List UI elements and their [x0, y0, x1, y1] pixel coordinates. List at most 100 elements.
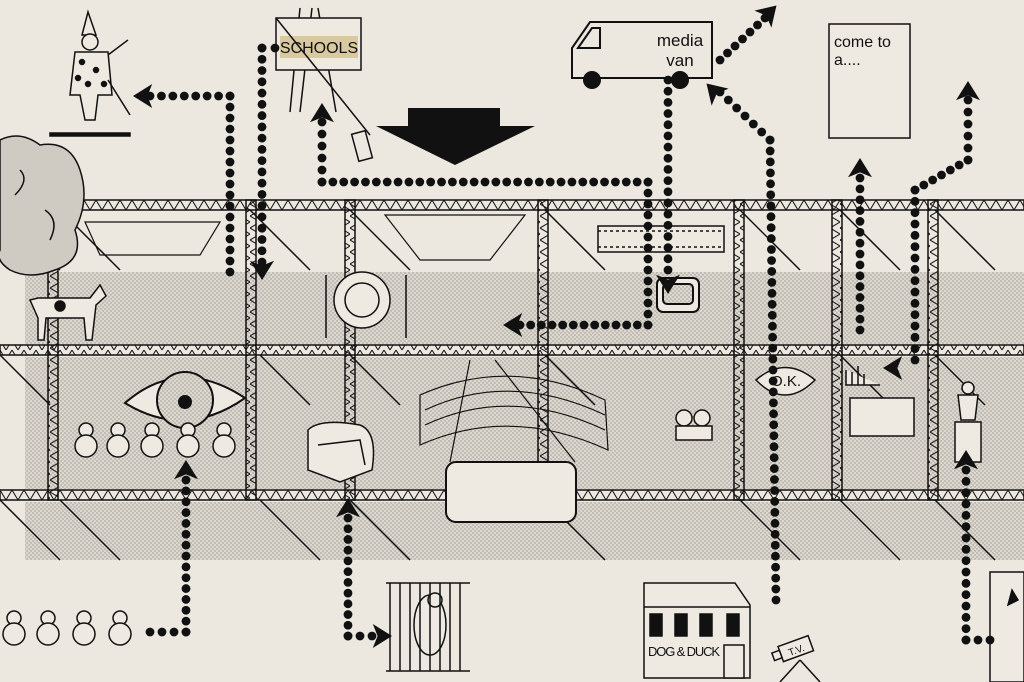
path-dot — [663, 131, 673, 141]
path-dot — [643, 287, 653, 297]
path-dot — [771, 562, 780, 572]
path-dot — [643, 199, 653, 209]
arrowhead-icon — [955, 80, 981, 101]
path-dot — [257, 246, 267, 256]
path-dot — [768, 343, 778, 353]
path-dot — [317, 165, 327, 175]
path-dot — [757, 127, 767, 137]
path-dot — [225, 124, 235, 134]
path-dot — [643, 188, 653, 198]
path-dot — [214, 91, 223, 101]
path-dot — [963, 107, 973, 117]
path-dot — [767, 267, 777, 276]
path-dot — [715, 55, 725, 65]
path-dot — [663, 153, 673, 163]
path-dot — [663, 165, 673, 174]
path-dot — [169, 627, 179, 637]
path-dot — [361, 177, 370, 187]
brace — [839, 499, 901, 561]
path-dot — [663, 198, 673, 208]
path-dot — [961, 544, 971, 554]
path-dot — [343, 588, 353, 598]
chart-board — [845, 366, 915, 437]
path-dot — [910, 253, 920, 263]
path-dot — [225, 113, 235, 123]
path-dot — [771, 584, 781, 594]
path-dot — [663, 109, 673, 118]
path-dot — [181, 508, 191, 517]
path-dot — [748, 119, 758, 129]
path-dot — [181, 551, 191, 561]
path-dot — [257, 133, 267, 143]
poster-line2: a.... — [834, 52, 861, 69]
path-dot — [919, 180, 929, 190]
path-dot — [426, 177, 436, 187]
path-dot — [513, 177, 522, 187]
baby-body — [212, 434, 236, 458]
path-dot — [855, 293, 865, 302]
path-dot — [643, 232, 653, 242]
path-dot — [769, 464, 779, 473]
path-dot — [600, 320, 610, 330]
vertical-trusses — [47, 199, 939, 501]
path-dot — [768, 365, 778, 375]
eye — [123, 371, 247, 429]
path-dot — [855, 271, 865, 281]
path-dot — [766, 223, 776, 233]
path-dot — [343, 610, 353, 619]
arrowhead-icon — [372, 624, 392, 648]
path-dot — [745, 27, 755, 37]
path-dot — [181, 562, 191, 572]
path-dot — [225, 135, 235, 145]
path-dot — [339, 177, 349, 187]
path-dot — [767, 277, 777, 287]
path-dot — [181, 616, 191, 626]
path-dot — [181, 475, 191, 485]
path-dot — [257, 223, 267, 233]
path-dot — [343, 620, 353, 630]
path-dot — [770, 475, 779, 484]
path-dot — [343, 535, 353, 544]
path-dot — [855, 260, 865, 270]
path-dot — [257, 111, 267, 120]
camera-label: T.V. — [787, 643, 806, 659]
path-dot — [768, 332, 777, 342]
path-dot — [961, 522, 971, 532]
path-dot — [257, 66, 267, 75]
path-dot — [225, 91, 235, 101]
path-dot — [469, 177, 479, 187]
path-dot — [257, 99, 267, 109]
path-dot — [910, 276, 920, 286]
path-dot — [257, 257, 267, 267]
path-dot — [961, 612, 971, 622]
path-dot — [766, 201, 776, 211]
baby-body — [2, 622, 26, 646]
path-dot — [855, 195, 865, 205]
path-dot — [855, 173, 865, 183]
path-dot — [663, 75, 673, 85]
vertical-truss — [245, 199, 257, 501]
path-dot — [225, 267, 235, 277]
tv-camera: T.V. — [770, 634, 821, 682]
brace — [739, 499, 801, 561]
path-dot — [225, 256, 235, 266]
tree — [0, 135, 85, 276]
path-dot — [157, 627, 167, 637]
path-dot — [317, 129, 327, 139]
path-dot — [910, 287, 920, 297]
path-dot — [643, 265, 653, 275]
path-dot — [766, 212, 776, 222]
path-dot — [910, 219, 920, 229]
path-dot — [910, 344, 920, 354]
brace — [349, 499, 411, 561]
path-dot — [547, 320, 557, 330]
come-to-poster: come to a.... — [828, 23, 911, 139]
path-dot — [961, 567, 971, 577]
path-dot — [257, 54, 267, 64]
path-dot — [257, 178, 267, 188]
path-dot — [181, 573, 191, 583]
path-dot — [225, 102, 235, 112]
path-dot — [632, 320, 642, 330]
path-dot — [257, 212, 267, 222]
path-dot — [663, 254, 673, 264]
